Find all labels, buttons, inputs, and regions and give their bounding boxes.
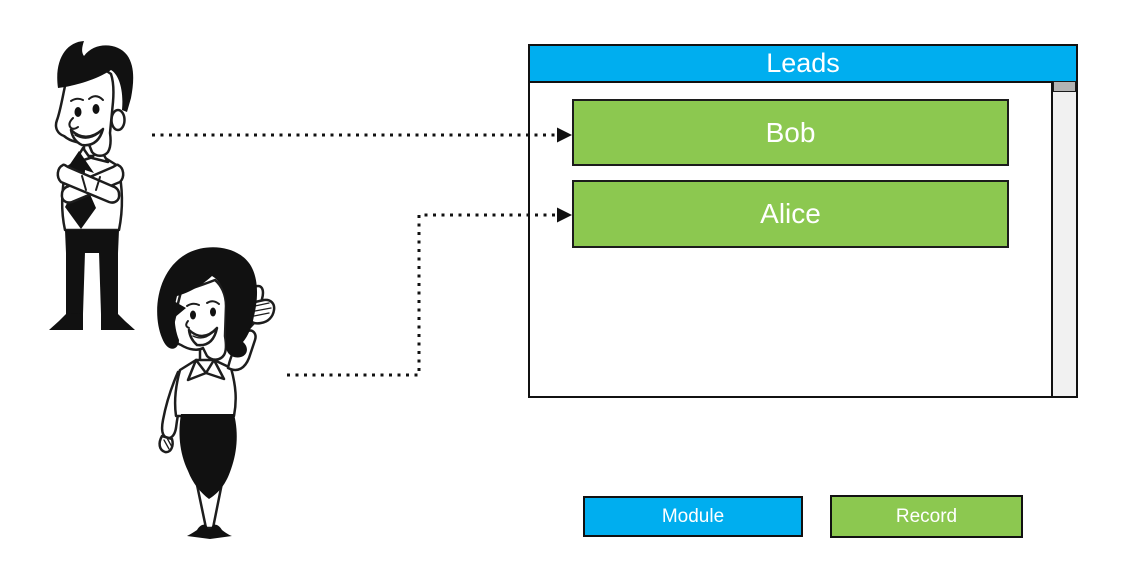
man-head [54,41,134,157]
scrollbar-thumb [1053,81,1076,92]
woman-head [157,247,258,361]
module-title: Leads [766,48,840,78]
record-bob: Bob [572,99,1009,166]
record-alice: Alice [572,180,1009,248]
legend-record-box: Record [830,495,1023,538]
leads-module-window: Leads Bob Alice [528,44,1078,398]
scrollbar-track [1051,81,1076,396]
woman-illustration [157,247,276,539]
legend-module-box: Module [583,496,803,537]
man-illustration [49,41,135,330]
arrow-man-to-bob [152,127,572,143]
man-body [49,134,135,330]
module-header: Leads [530,46,1076,83]
